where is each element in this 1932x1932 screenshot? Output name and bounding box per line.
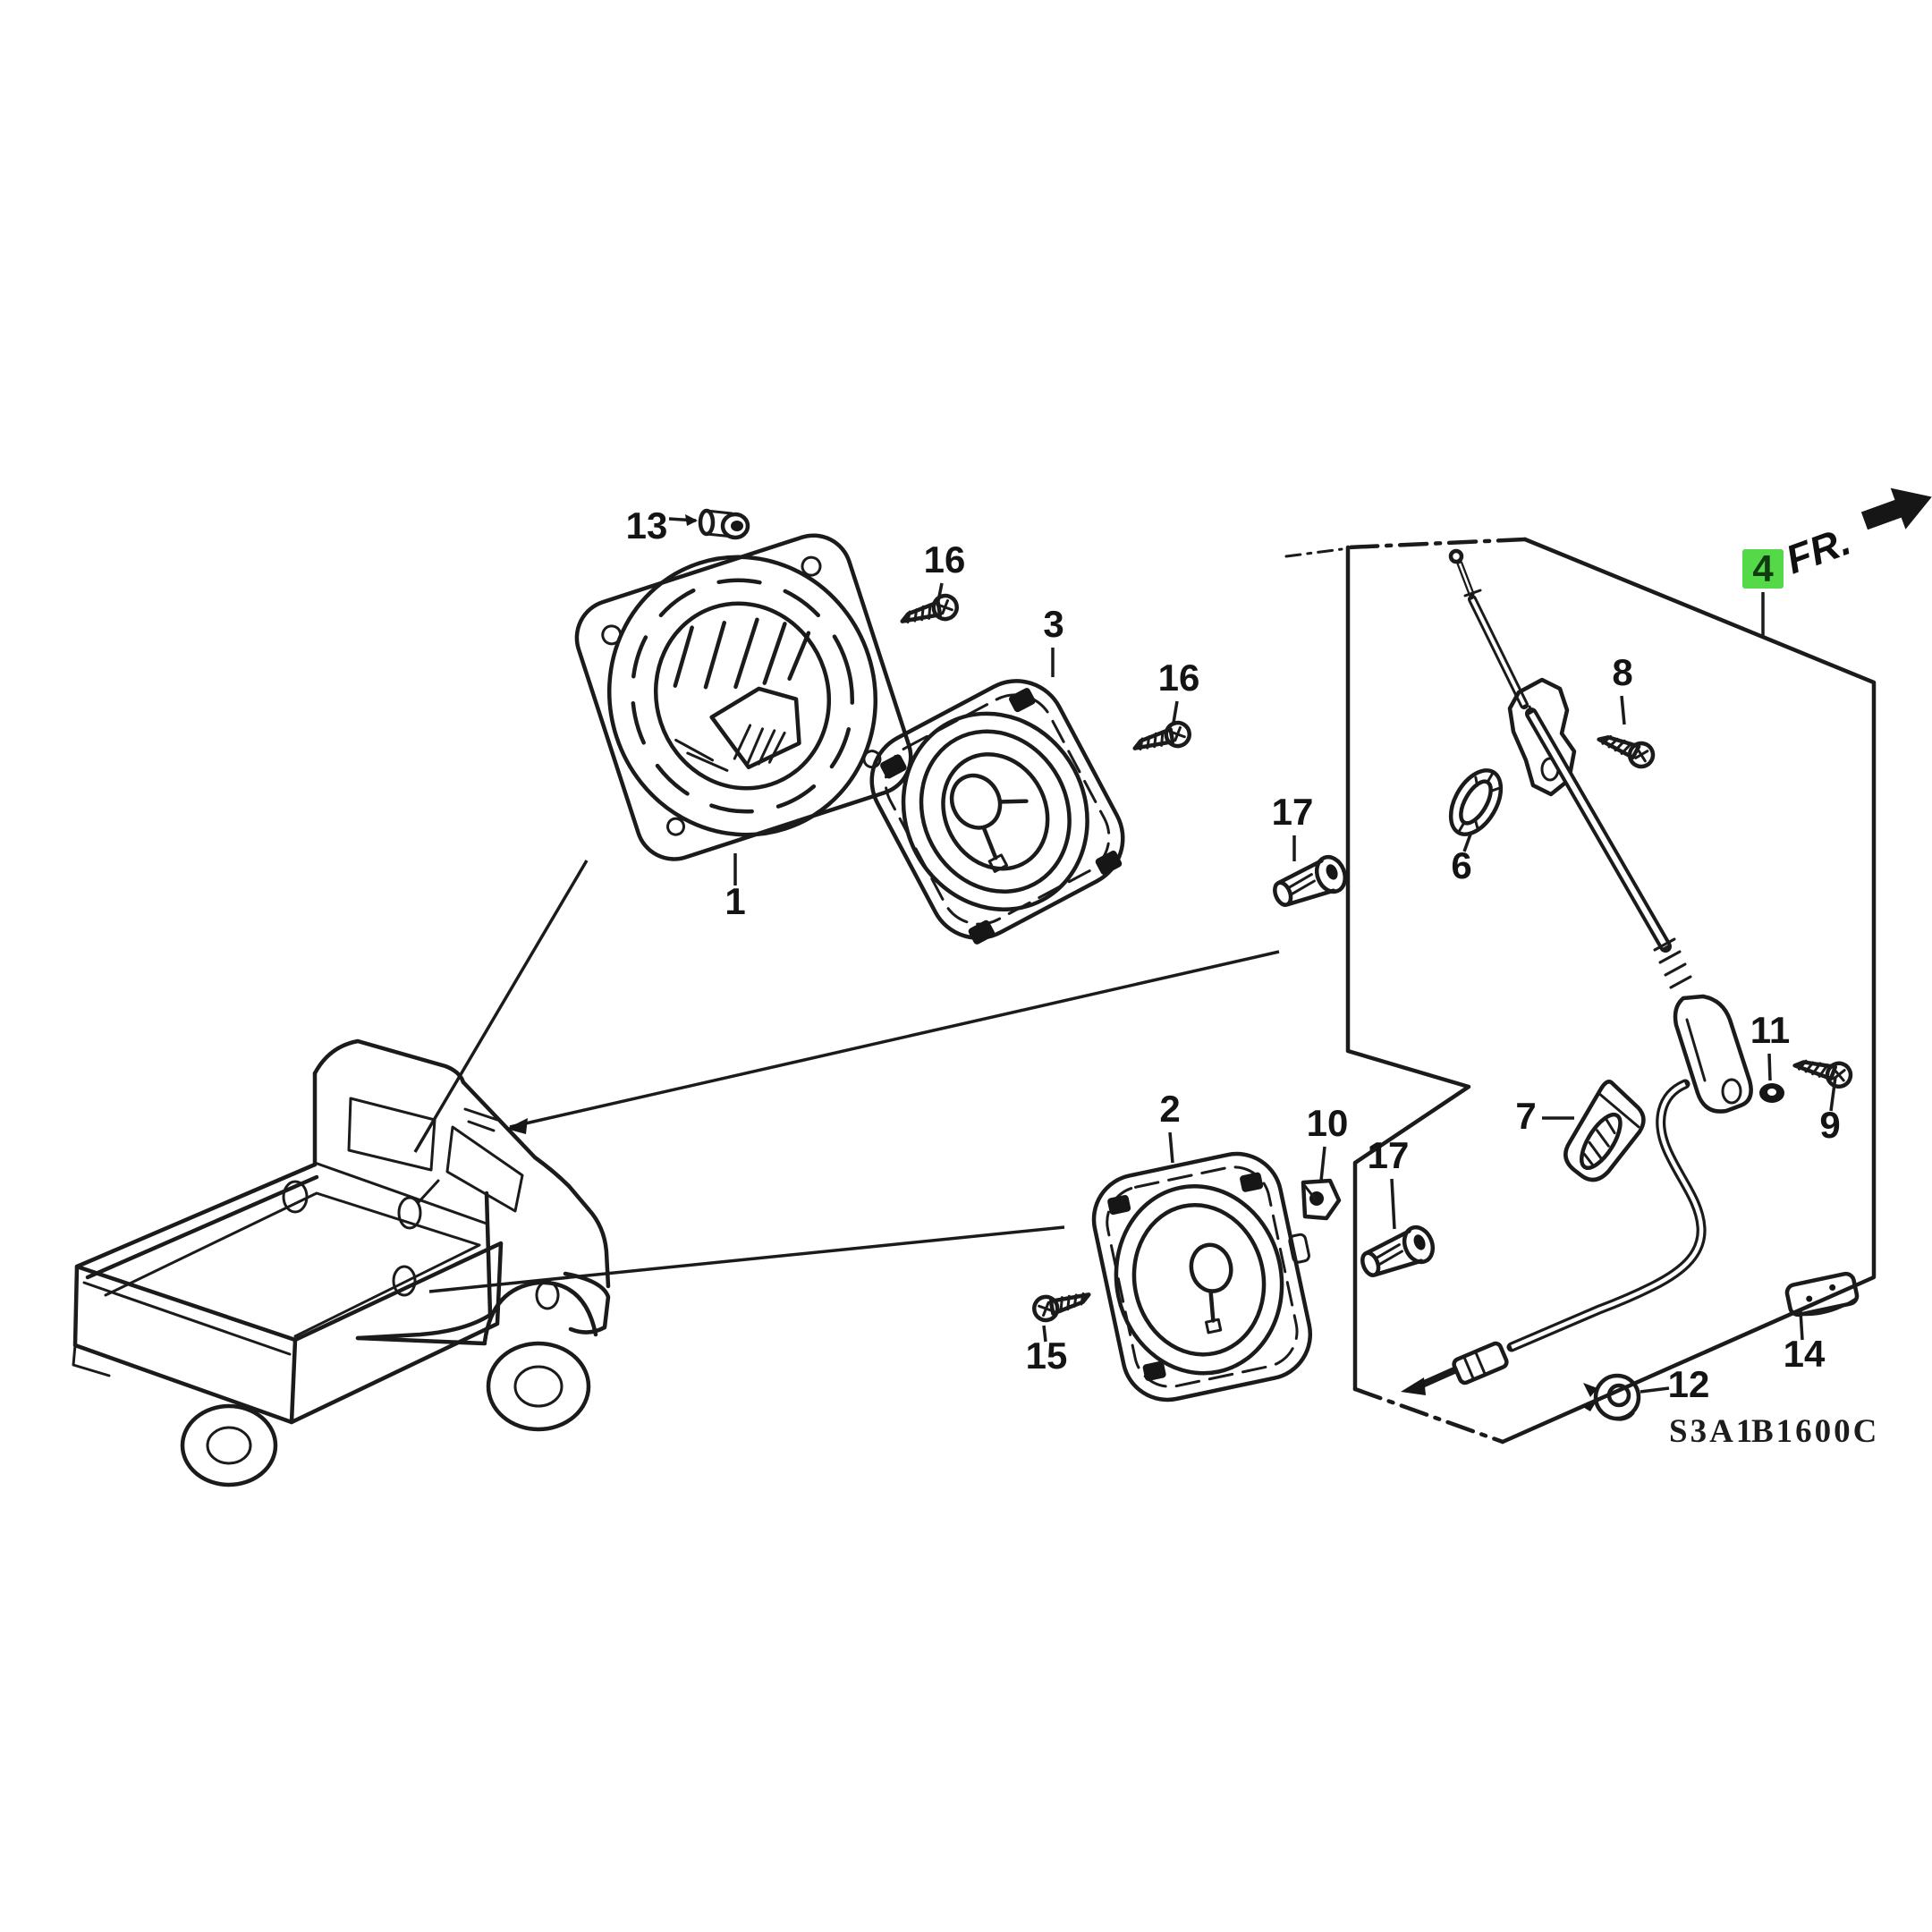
leader-lines: [413, 860, 1280, 1293]
part-number-leaders: [668, 514, 1837, 1394]
dust-cap: [1189, 1242, 1233, 1293]
antenna-assembly-part4: [1401, 548, 1753, 1395]
diagram-code: S3A1 B1600C: [1669, 1413, 1879, 1450]
sleeve-part17-upper: [1269, 852, 1350, 912]
antenna-plug: [1452, 1341, 1509, 1385]
antenna-base-bracket: [1673, 994, 1753, 1114]
fr-direction-indicator: FR.: [1780, 487, 1932, 583]
part-label-11: 11: [1750, 1009, 1790, 1051]
mounting-hole-front: [535, 1280, 560, 1310]
leader-speaker1-to-truck: [413, 860, 589, 1153]
screw-part16-upper: [899, 594, 959, 627]
part-label-4: 4: [1752, 547, 1774, 589]
part-label-16-lower: 16: [1158, 657, 1200, 699]
leader-arrowhead: [506, 1118, 528, 1134]
dust-cap: [949, 773, 1003, 830]
part-label-16-upper: 16: [924, 538, 966, 580]
screw-part16-lower: [1131, 721, 1191, 754]
diagram-code-right: B1600C: [1751, 1413, 1879, 1450]
clip-part10: [1301, 1178, 1342, 1221]
part-label-10: 10: [1307, 1102, 1349, 1144]
fr-label: FR.: [1780, 518, 1857, 583]
diagram-code-left: S3A1: [1669, 1413, 1755, 1450]
part-label-1: 1: [724, 880, 745, 922]
part-label-12: 12: [1668, 1363, 1710, 1405]
truck-illustration: [72, 1038, 611, 1487]
truck-rear-wheel: [180, 1403, 278, 1487]
truck-front-wheel: [486, 1341, 591, 1432]
truck-rear-window: [347, 1097, 436, 1172]
screw-part15: [1032, 1289, 1092, 1322]
truck-cab-roof: [312, 1038, 466, 1085]
truck-mirror: [397, 1196, 422, 1230]
highlight-box: [1742, 549, 1784, 589]
speaker-part3: [869, 679, 1125, 945]
part-label-17-lower: 17: [1368, 1134, 1410, 1176]
bolt-part8: [1597, 724, 1657, 771]
part-label-17-upper: 17: [1272, 791, 1314, 833]
part-label-2: 2: [1159, 1088, 1180, 1130]
speaker-bracket-part1: [574, 533, 913, 861]
part-label-13: 13: [626, 504, 668, 547]
seal-part7: [1563, 1080, 1646, 1182]
antenna-tip: [1448, 548, 1464, 564]
clip-part12: [1581, 1373, 1641, 1421]
grommet-part6: [1448, 768, 1504, 836]
speaker-part2: [1091, 1151, 1313, 1402]
part-label-8: 8: [1612, 651, 1632, 693]
part-label-6: 6: [1451, 844, 1471, 886]
truck-door-window: [445, 1125, 524, 1213]
part-label-9: 9: [1819, 1104, 1840, 1146]
leader-speaker2-to-truck: [428, 1225, 1065, 1293]
part-label-15: 15: [1026, 1335, 1068, 1377]
body-panel-outline: [1284, 537, 1877, 1445]
highlighted-part-label-4: 4: [1742, 547, 1784, 589]
part-label-3: 3: [1043, 603, 1063, 645]
part-label-14: 14: [1784, 1333, 1826, 1375]
sleeve-part17-lower: [1357, 1223, 1437, 1283]
bolt-part9: [1793, 1048, 1854, 1089]
fr-arrow-icon: [1860, 487, 1932, 530]
mounting-hole-door: [392, 1265, 417, 1297]
mounting-hole-rear: [282, 1180, 309, 1214]
leader-antenna-to-truck: [509, 950, 1280, 1129]
part-label-7: 7: [1515, 1095, 1536, 1137]
nut-part11: [1759, 1083, 1784, 1103]
clip-part13: [698, 508, 750, 540]
